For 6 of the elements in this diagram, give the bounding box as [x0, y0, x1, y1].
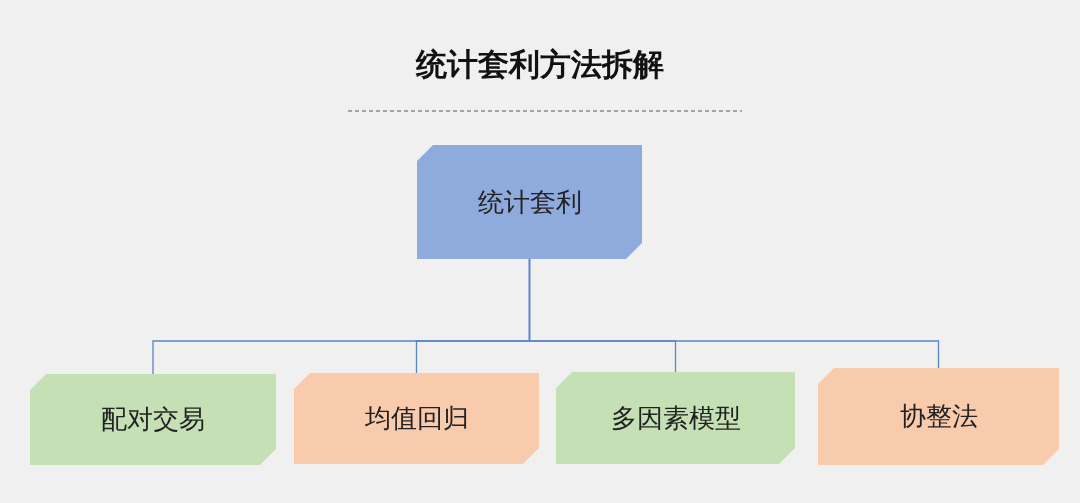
process-box: 多因素模型: [556, 372, 795, 464]
process-box: 配对交易: [30, 374, 276, 465]
process-box: 统计套利: [417, 145, 642, 259]
process-box: 协整法: [818, 368, 1059, 465]
title: 统计套利方法拆解: [414, 45, 665, 84]
process-box: 均值回归: [294, 373, 539, 464]
